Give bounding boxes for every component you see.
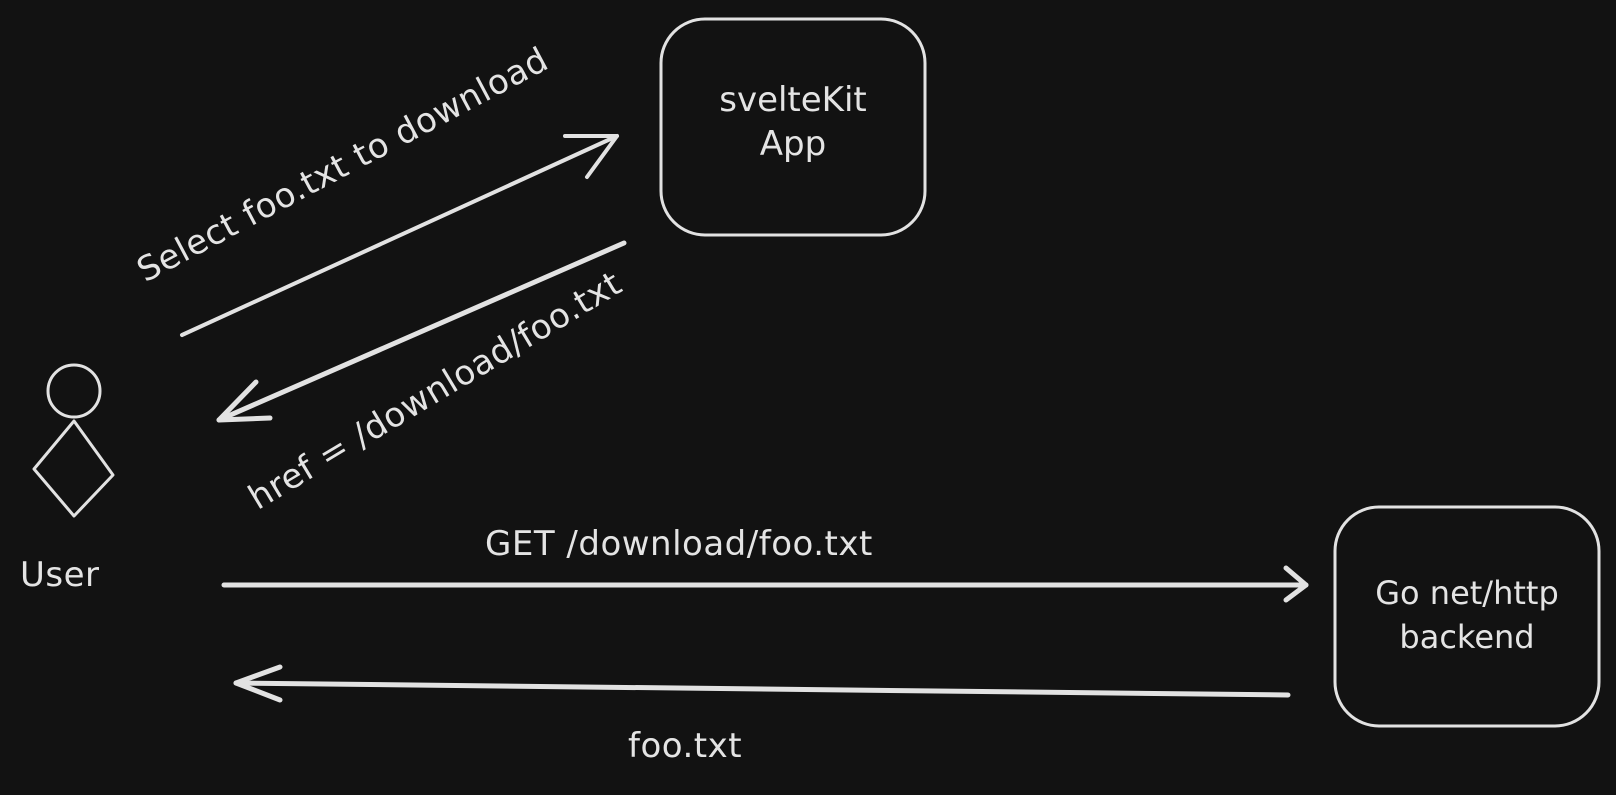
backend-label-line1: Go net/http <box>1375 574 1559 612</box>
href-arrow <box>216 240 627 423</box>
sveltekit-label-line1: svelteKit <box>719 80 867 120</box>
select-arrow <box>180 134 619 337</box>
sveltekit-label: svelteKit App <box>661 78 925 166</box>
response-arrow <box>233 664 1291 703</box>
sveltekit-box[interactable] <box>659 17 927 237</box>
user-figure[interactable] <box>32 363 115 518</box>
get-edge-label: GET /download/foo.txt <box>485 524 873 564</box>
user-label: User <box>20 555 100 595</box>
response-edge-label: foo.txt <box>628 726 743 766</box>
user-head <box>46 363 102 419</box>
get-arrow <box>221 565 1309 603</box>
user-body <box>32 419 115 518</box>
backend-label-line2: backend <box>1399 618 1535 656</box>
sveltekit-label-line2: App <box>759 124 827 164</box>
backend-label: Go net/http backend <box>1335 571 1599 659</box>
backend-box[interactable] <box>1333 505 1601 728</box>
